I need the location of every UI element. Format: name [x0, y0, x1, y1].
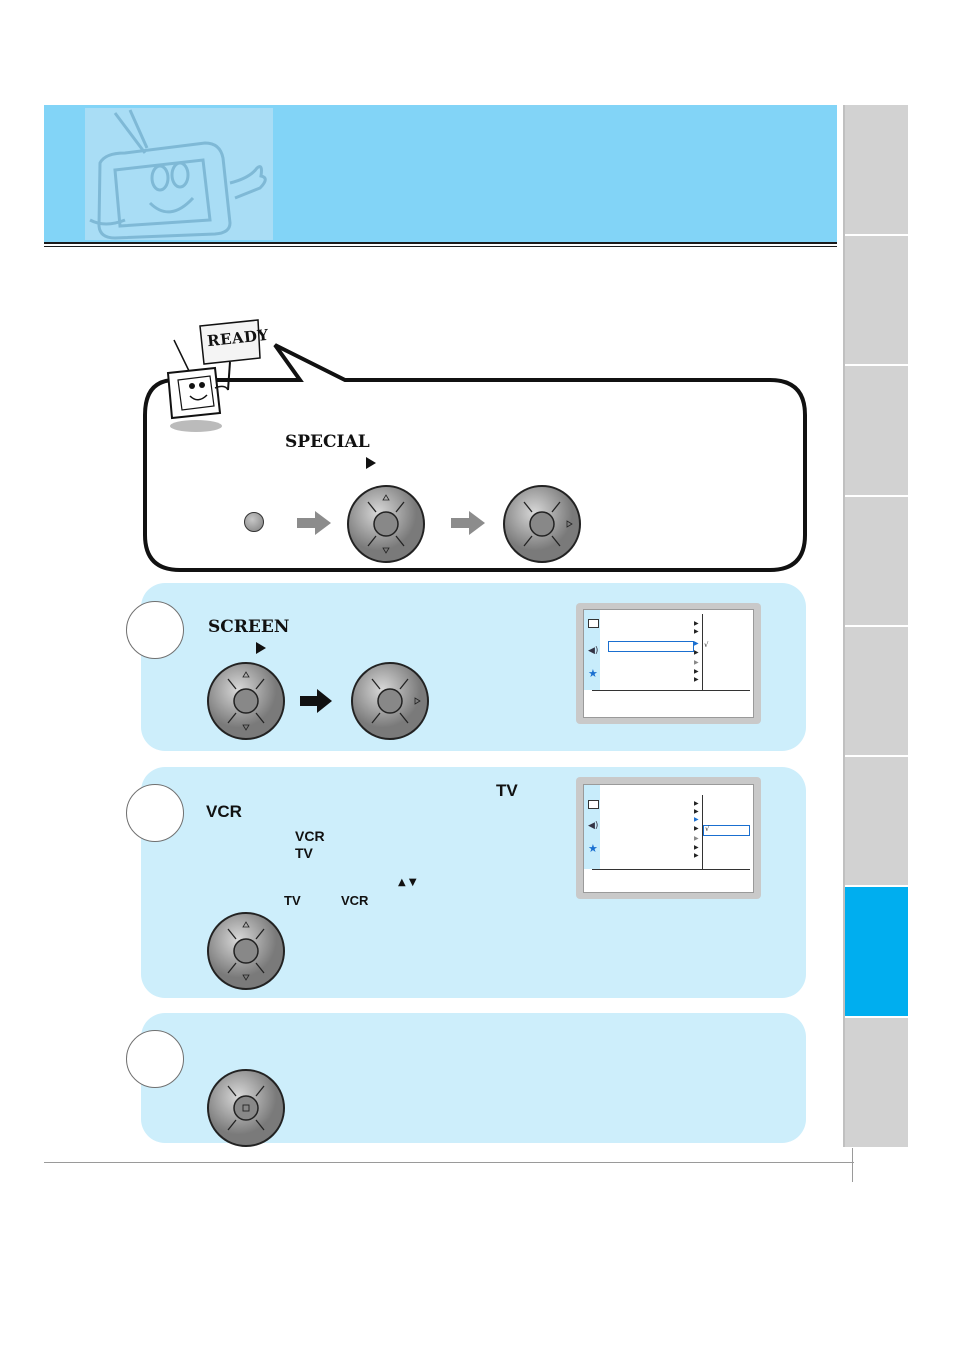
osd-divider	[702, 795, 703, 869]
ready-mascot-icon	[166, 319, 261, 432]
vcr-choice-label: VCR	[341, 893, 369, 908]
vcr-line-label: VCR	[295, 828, 325, 844]
osd-icon-strip	[584, 610, 600, 690]
triangle-right-icon	[366, 457, 376, 469]
osd-bottom-rule	[592, 690, 750, 691]
remote-dpad-up-down-icon[interactable]	[346, 484, 426, 564]
footer-rule	[44, 1162, 854, 1163]
tv-icon	[588, 619, 599, 628]
step-2-circle	[126, 784, 184, 842]
osd-check: √	[705, 825, 710, 833]
osd-menu-screen-2: ◀) ★ ▶ ▶ ▶ ▶ ▶ ▶ ▶ √	[583, 784, 754, 893]
menu-button-icon[interactable]	[244, 512, 264, 532]
remote-dpad-up-down-icon[interactable]	[206, 661, 286, 741]
chapter-tab-8[interactable]	[845, 1018, 908, 1147]
osd-highlight	[703, 825, 750, 836]
tv-line-label: TV	[295, 845, 313, 861]
tv-choice-label: TV	[284, 893, 301, 908]
tabs-edge	[843, 105, 845, 1147]
remote-dpad-right-icon[interactable]	[350, 661, 430, 741]
tv-mascot-illustration	[85, 108, 273, 240]
chapter-tab-3[interactable]	[845, 366, 908, 495]
chapter-tab-4[interactable]	[845, 497, 908, 625]
osd-highlight	[608, 641, 694, 652]
star-icon: ★	[588, 842, 598, 855]
tv-mascot-icon	[89, 109, 267, 240]
chapter-tab-2[interactable]	[845, 236, 908, 364]
screen-menu-label: SCREEN	[208, 617, 290, 637]
header-rule-thin	[44, 246, 837, 247]
remote-dpad-right-icon[interactable]	[502, 484, 582, 564]
arrow-right-icon	[451, 511, 485, 535]
arrow-right-icon	[300, 689, 332, 713]
osd-divider	[702, 614, 703, 690]
triangle-right-icon	[256, 642, 266, 654]
step-1-circle	[126, 601, 184, 659]
star-icon: ★	[588, 667, 598, 680]
tv-option-label: TV	[496, 781, 518, 800]
speaker-icon: ◀)	[588, 646, 599, 656]
speaker-icon: ◀)	[588, 821, 599, 831]
remote-dpad-ok-icon[interactable]	[206, 1068, 286, 1148]
chapter-tab-6[interactable]	[845, 757, 908, 885]
chapter-tab-1[interactable]	[845, 105, 908, 234]
special-menu-label: SPECIAL	[285, 432, 370, 452]
vcr-option-label: VCR	[206, 802, 242, 821]
chapter-tab-7-active[interactable]	[845, 887, 908, 1016]
step-3-circle	[126, 1030, 184, 1088]
footer-tick	[852, 1148, 853, 1182]
chapter-tab-5[interactable]	[845, 627, 908, 755]
tv-icon	[588, 800, 599, 809]
osd-bottom-rule	[592, 869, 750, 870]
remote-dpad-up-down-icon[interactable]	[206, 911, 286, 991]
osd-check: √	[704, 641, 709, 649]
header-rule	[44, 242, 837, 244]
ready-callout-bubble	[143, 343, 807, 572]
up-down-arrows-icon: ▲ ▼	[398, 877, 417, 888]
arrow-right-icon	[297, 511, 331, 535]
osd-menu-screen-1: ◀) ★ ▶ ▶ ▶ ▶ ▶ ▶ ▶ √	[583, 609, 754, 718]
